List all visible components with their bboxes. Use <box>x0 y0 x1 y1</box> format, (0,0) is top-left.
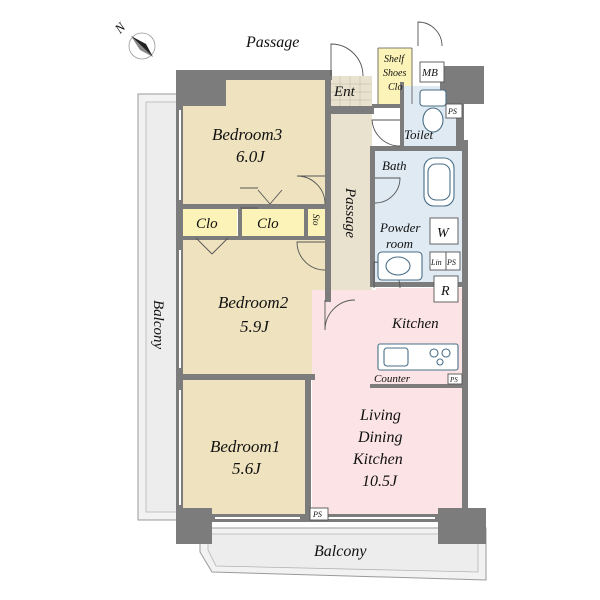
fixtures <box>309 47 463 521</box>
ps-counter-box <box>447 373 463 385</box>
kitchen-sink-icon <box>383 347 409 367</box>
powder-label-1: Powder <box>379 220 421 235</box>
entrance <box>330 76 372 106</box>
ps-bottom-label: PS <box>312 510 322 519</box>
balcony-left-label: Balcony <box>150 300 166 349</box>
bedroom1-name: Bedroom1 <box>210 437 280 456</box>
storage <box>308 208 326 238</box>
windows <box>179 110 435 519</box>
ps-mid-label: PS <box>446 258 456 267</box>
balcony-bottom-label: Balcony <box>314 543 367 560</box>
passage-inner-label: Passage <box>342 187 358 238</box>
bedroom2-size: 5.9J <box>240 317 270 336</box>
bedroom3-size: 6.0J <box>236 147 266 166</box>
closet-left <box>183 208 237 238</box>
mb-door-icon <box>417 21 443 47</box>
toilet-tank-icon <box>419 89 447 107</box>
closet-left-label: Clo <box>196 216 218 232</box>
entrance-door-icon <box>330 43 364 77</box>
ps-bottom-box <box>309 507 329 521</box>
sink-icon <box>385 256 411 276</box>
bedroom2-name: Bedroom2 <box>218 293 289 312</box>
storage-label: Sto <box>311 214 321 226</box>
stove-burner-icon-2 <box>441 348 451 358</box>
toilet-door-icon <box>371 119 401 147</box>
compass: N <box>111 18 156 60</box>
ldk-upper <box>312 290 376 384</box>
ps-mid-box <box>445 251 461 271</box>
living-dining-kitchen <box>312 384 462 518</box>
bedroom2-door-icon <box>296 241 326 271</box>
shoes-label: Shoes <box>383 68 406 79</box>
ldk-door-icon <box>324 299 356 331</box>
closet-right-door-icon <box>257 189 283 205</box>
closet-right-label: Clo <box>257 216 279 232</box>
bedroom3-door-icon <box>296 175 326 205</box>
stove-burner-icon-3 <box>436 358 444 366</box>
ps-top-label: PS <box>447 107 457 116</box>
bedroom3-name: Bedroom3 <box>212 125 282 144</box>
mb-box <box>419 61 445 83</box>
kitchen-label: Kitchen <box>391 316 439 332</box>
washer-label: W <box>437 226 450 241</box>
shelf-label: Shelf <box>384 54 405 65</box>
ldk-size: 10.5J <box>362 473 398 490</box>
closet-left-door-icon <box>195 237 229 255</box>
ldk-label-1: Living <box>359 407 401 424</box>
bedroom1 <box>183 380 305 518</box>
toilet-bowl-icon <box>422 107 444 133</box>
bath-door-icon <box>374 177 401 204</box>
doors <box>195 21 443 331</box>
passage-top-label: Passage <box>245 34 299 51</box>
counter-label: Counter <box>374 373 411 385</box>
refrigerator-label: R <box>440 284 450 299</box>
compass-north-label: N <box>111 18 129 36</box>
closet-right <box>242 208 304 238</box>
bedroom2 <box>183 238 325 374</box>
entrance-label: Ent <box>333 84 356 100</box>
compass-needle-shade <box>131 36 153 57</box>
balcony-left <box>137 93 181 521</box>
ldk-label-2: Dining <box>357 429 402 446</box>
entrance-tiles <box>331 76 372 106</box>
passage-inner <box>330 114 372 300</box>
linen-label: Lin <box>430 258 442 267</box>
powder-label-2: room <box>386 236 413 251</box>
refrigerator-box <box>433 275 459 303</box>
bath-label: Bath <box>382 158 407 173</box>
mb-label: MB <box>421 67 438 79</box>
ps-top-box <box>445 103 463 119</box>
washer-box <box>429 217 459 245</box>
balcony-bottom <box>199 527 487 581</box>
shoe-clo-label: Clo <box>388 82 402 93</box>
bedroom1-size: 5.6J <box>232 459 262 478</box>
ldk-label-3: Kitchen <box>352 451 403 468</box>
toilet-label: Toilet <box>404 127 434 142</box>
stove-burner-icon <box>429 348 439 358</box>
bathtub-inner-icon <box>427 163 451 201</box>
closet-door-icon <box>240 187 258 209</box>
ps-counter-label: PS <box>449 376 458 384</box>
